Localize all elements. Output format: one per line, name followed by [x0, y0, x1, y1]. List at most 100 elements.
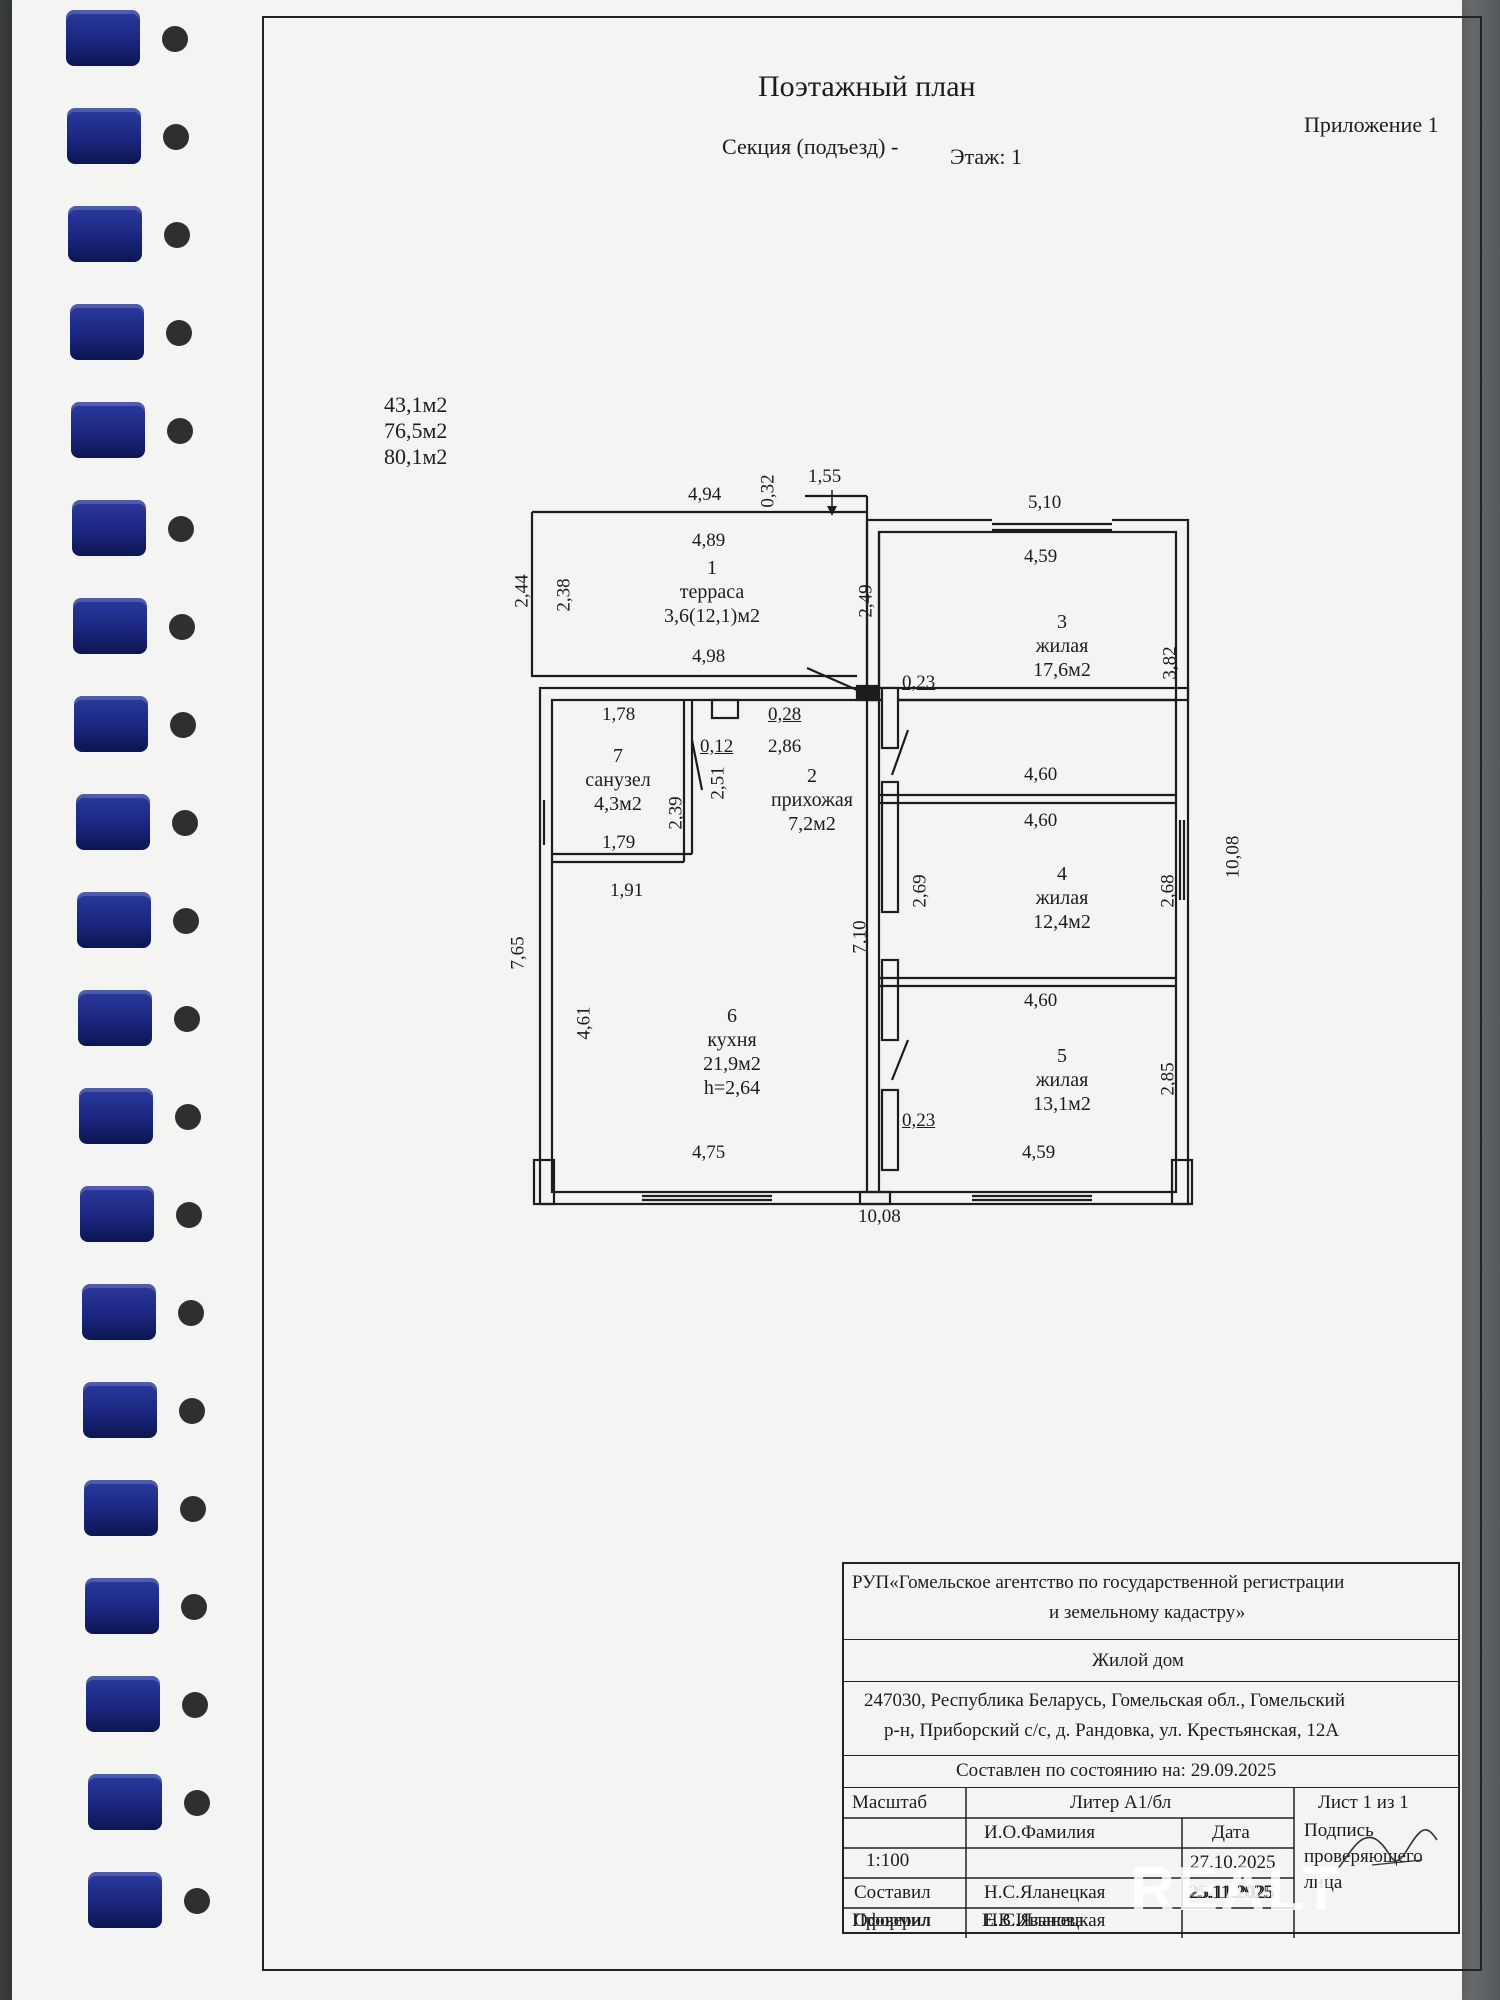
- dim-terr-238: 2,38: [553, 578, 575, 612]
- binding-coil: [82, 1382, 157, 1438]
- binding-hole: [168, 516, 194, 542]
- title-block-org-row: [844, 1564, 1458, 1640]
- binding-hole: [181, 1594, 208, 1620]
- dim-terr-244: 2,44: [511, 574, 533, 608]
- binding-coil: [70, 402, 145, 458]
- dim-r3-459: 4,59: [1024, 546, 1058, 567]
- title-block-address-row: [844, 1682, 1458, 1756]
- dim-right-1008: 10,08: [1222, 835, 1244, 879]
- role-composed: Составил: [854, 1882, 931, 1903]
- dim-terr-489: 4,89: [692, 530, 726, 551]
- binding-hole: [183, 1790, 210, 1816]
- binding-hole: [170, 712, 197, 738]
- title-block-date-row: [844, 1756, 1458, 1788]
- dim-top-494: 4,94: [688, 484, 722, 505]
- dim-san-191: 1,91: [610, 880, 644, 901]
- name-checked: Е.В.Иванова: [982, 1910, 1084, 1931]
- dim-terr-498: 4,98: [692, 646, 726, 667]
- dim-san-178: 1,78: [602, 704, 636, 725]
- org-line-2: и земельному кадастру»: [1049, 1602, 1246, 1623]
- plan-title: Поэтажный план: [758, 70, 976, 103]
- date-formatted: 25.11.2025: [1190, 1882, 1275, 1903]
- binding-coil: [68, 206, 143, 262]
- binding-hole: [163, 124, 190, 150]
- binding-coil: [74, 696, 149, 752]
- binding-hole: [176, 1202, 203, 1228]
- binding-coil: [78, 990, 152, 1046]
- binding-coil: [72, 500, 146, 556]
- terrace-outline: [530, 512, 857, 678]
- col-name-header: И.О.Фамилия: [984, 1822, 1095, 1843]
- binding-hole: [172, 908, 199, 934]
- binding-coil: [79, 1088, 154, 1144]
- dim-r3-460: 4,60: [1024, 764, 1058, 785]
- binding-hole: [164, 222, 191, 248]
- binding-hole: [183, 1888, 210, 1914]
- title-block-object-row: [844, 1640, 1458, 1682]
- dim-r4-460: 4,60: [1024, 810, 1058, 831]
- dim-san-012: 0,12: [700, 736, 734, 757]
- realt-watermark: REALT: [1130, 1855, 1343, 1924]
- dim-mid-710: 7,10: [849, 920, 871, 954]
- binding-hole: [171, 810, 198, 836]
- dim-top-032: 0,32: [757, 474, 779, 508]
- dim-wall-023b: 0,23: [902, 1110, 936, 1131]
- binding-coil: [85, 1578, 160, 1634]
- dim-san-028: 0,28: [768, 704, 802, 725]
- dim-r3-382: 3,82: [1159, 646, 1181, 680]
- binding-hole: [178, 1398, 205, 1424]
- binding-coil: [86, 1676, 161, 1732]
- address-line-1: 247030, Республика Беларусь, Гомельская …: [864, 1690, 1345, 1711]
- binding-hole: [165, 320, 192, 346]
- dim-left-765: 7,65: [507, 936, 529, 970]
- dim-bottom-459: 4,59: [1022, 1142, 1056, 1163]
- binding-coil: [76, 892, 151, 948]
- section-label: Секция (подъезд) -: [722, 134, 899, 159]
- binding-coil: [73, 598, 148, 654]
- address-line-2: р-н, Приборский с/с, д. Рандовка, ул. Кр…: [884, 1720, 1340, 1741]
- name-formatted: Н.С.Яланецкая: [984, 1910, 1106, 1931]
- binding-coil: [87, 1774, 162, 1830]
- area-total-3: 80,1м2: [384, 444, 448, 469]
- binding-coil: [84, 1480, 158, 1536]
- binding-coil: [69, 304, 144, 360]
- date-composed: 27.10.2025: [1190, 1852, 1276, 1873]
- dim-san-239: 2,39: [665, 796, 687, 830]
- dim-san-251: 2,51: [707, 766, 729, 800]
- dim-r4-268: 2,68: [1157, 874, 1179, 908]
- state-date: Составлен по состоянию на: 29.09.2025: [956, 1760, 1277, 1781]
- scale-label: Масштаб: [852, 1792, 928, 1813]
- date-checked: 25.11.2025: [1188, 1882, 1273, 1903]
- dim-bottom-475: 4,75: [692, 1142, 726, 1163]
- appendix-label: Приложение 1: [1304, 112, 1439, 137]
- binding-hole: [175, 1104, 202, 1130]
- binding-hole: [166, 418, 193, 444]
- area-total-2: 76,5м2: [384, 418, 448, 443]
- dim-terr-249: 2,49: [855, 584, 877, 618]
- scale-value: 1:100: [866, 1850, 910, 1871]
- dim-san-286: 2,86: [768, 736, 802, 757]
- col-date-header: Дата: [1212, 1822, 1250, 1843]
- dim-san-179: 1,79: [602, 832, 636, 853]
- binding-hole: [182, 1692, 209, 1718]
- liter-label: Литер А1/бл: [1070, 1792, 1172, 1813]
- dim-r4-269: 2,69: [909, 874, 931, 908]
- dim-top-510: 5,10: [1028, 492, 1062, 513]
- binding-coil: [81, 1284, 156, 1340]
- binding-coil: [67, 108, 142, 164]
- name-composed: Н.С.Яланецкая: [984, 1882, 1106, 1903]
- sheet-label: Лист 1 из 1: [1318, 1792, 1409, 1813]
- binding-coil: [66, 10, 140, 66]
- binding-hole: [174, 1006, 200, 1032]
- binding-coil: [80, 1186, 155, 1242]
- floor-label: Этаж: 1: [950, 144, 1022, 169]
- binding-hole: [162, 26, 188, 52]
- floor-plan-drawing: [530, 490, 1194, 1206]
- spiral-binding: [12, 0, 210, 2000]
